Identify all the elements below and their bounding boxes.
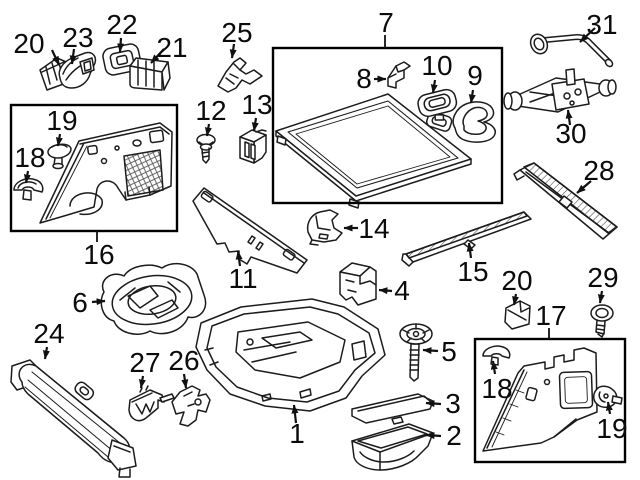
callout-28[interactable]: 28: [583, 155, 614, 186]
leader-arrows: [23, 27, 613, 440]
part-bracket-14: [306, 209, 343, 246]
callout-19-left-box[interactable]: 19: [46, 105, 77, 136]
callout-19-right-box[interactable]: 19: [596, 413, 627, 444]
part-clip-20-right: [504, 300, 531, 330]
part-bracket-4: [339, 262, 377, 306]
part-bracket-25: [217, 57, 263, 93]
part-push-pin-12: [196, 133, 216, 164]
part-rail-15: [401, 211, 532, 267]
part-bracket-8: [387, 61, 411, 89]
callout-15[interactable]: 15: [457, 256, 488, 287]
callout-14[interactable]: 14: [358, 213, 389, 244]
part-scissor-jack-30: [503, 68, 617, 113]
callout-3[interactable]: 3: [445, 388, 461, 419]
callout-7[interactable]: 7: [378, 7, 394, 38]
part-tray-3: [351, 393, 434, 425]
callout-5[interactable]: 5: [441, 336, 457, 367]
callout-29[interactable]: 29: [587, 262, 618, 293]
frame-box-16: [9, 103, 179, 233]
callout-11[interactable]: 11: [228, 263, 257, 294]
callout-2[interactable]: 2: [446, 420, 462, 451]
part-bracket-27: [128, 385, 175, 422]
callout-4[interactable]: 4: [394, 275, 410, 306]
part-sill-plate-28: [513, 162, 618, 240]
callout-24[interactable]: 24: [33, 318, 64, 349]
callout-21[interactable]: 21: [156, 32, 187, 63]
part-floor-panel-7: [275, 93, 472, 209]
callout-16[interactable]: 16: [83, 239, 114, 270]
part-quarter-trim-panel-17: [482, 347, 598, 452]
part-handle-bezel-10: [417, 88, 458, 121]
callout-20-right[interactable]: 20: [501, 265, 532, 296]
callout-9[interactable]: 9: [467, 60, 483, 91]
frame-box-7: [271, 46, 504, 205]
callout-17[interactable]: 17: [535, 300, 566, 331]
callout-20-top-left[interactable]: 20: [13, 28, 44, 59]
part-bolt-5: [399, 323, 433, 382]
callout-10[interactable]: 10: [421, 50, 452, 81]
callout-12[interactable]: 12: [195, 95, 226, 126]
part-floor-tub-1: [195, 298, 386, 412]
part-foam-insert-6: [100, 262, 207, 335]
callout-30[interactable]: 30: [555, 118, 586, 149]
part-clip-18-left: [13, 178, 44, 201]
part-hook-9: [452, 101, 496, 143]
part-grommet-29: [590, 304, 614, 338]
part-clip-18-right: [482, 345, 511, 366]
callout-23[interactable]: 23: [62, 22, 93, 53]
callout-8[interactable]: 8: [356, 63, 372, 94]
frame-box-17: [473, 337, 627, 464]
callout-13[interactable]: 13: [241, 89, 272, 120]
callout-26[interactable]: 26: [168, 345, 199, 376]
callout-25[interactable]: 25: [221, 17, 252, 48]
callout-18-left-box[interactable]: 18: [14, 142, 45, 173]
callout-31[interactable]: 31: [586, 9, 617, 40]
part-rail-11: [192, 187, 308, 274]
callout-22[interactable]: 22: [106, 9, 137, 40]
part-quarter-trim-panel-16: [39, 122, 173, 224]
callout-1[interactable]: 1: [289, 418, 305, 449]
part-bin-2: [351, 423, 434, 471]
part-bracket-26: [171, 385, 211, 427]
part-cargo-cover-24: [10, 359, 137, 478]
part-clip-23: [58, 51, 97, 89]
callout-27[interactable]: 27: [129, 347, 160, 378]
callout-18-right-box[interactable]: 18: [481, 373, 512, 404]
callout-6[interactable]: 6: [72, 287, 88, 318]
part-connector-block-13: [239, 129, 267, 164]
